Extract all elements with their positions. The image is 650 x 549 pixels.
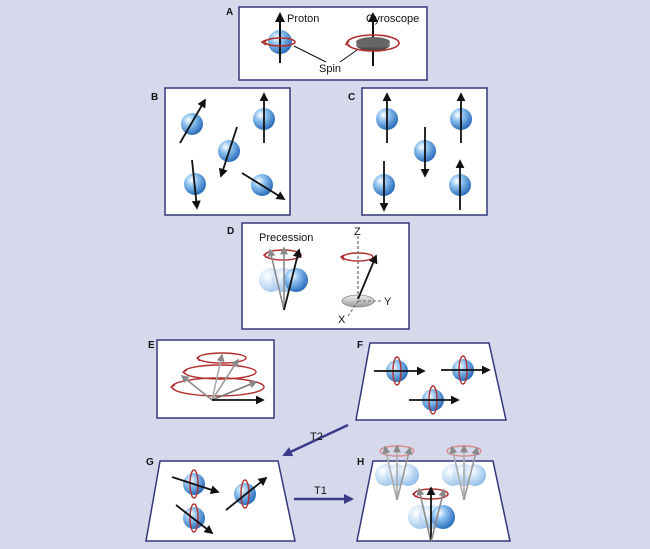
- panel-letter: F: [357, 340, 363, 351]
- proton-icon: [373, 161, 395, 212]
- proton-icon: [225, 476, 268, 511]
- spin-pointer-line: [293, 45, 327, 63]
- proton-icon: [241, 172, 286, 200]
- rotation-arrow-icon: [260, 39, 267, 46]
- x-axis: [347, 300, 359, 317]
- proton-icon: [253, 92, 275, 143]
- gyroscope-icon: [344, 12, 400, 66]
- y-axis-label: Y: [384, 296, 392, 308]
- panel-f: F: [355, 340, 507, 421]
- panel-e: E: [148, 339, 275, 419]
- panel-d: D Precession Z Y X: [227, 222, 410, 330]
- panel-a: A Proton Gyroscope Spin: [226, 6, 428, 81]
- t2-arrow-icon: [282, 423, 349, 457]
- panel-letter: H: [357, 457, 364, 468]
- proton-icon: [184, 159, 206, 210]
- panel-h: H: [356, 444, 511, 543]
- proton-icon: [449, 159, 471, 210]
- proton-icon: [414, 127, 436, 178]
- proton-icon: [260, 12, 296, 63]
- proton-icon: [376, 92, 398, 143]
- t1-transition: T1: [294, 485, 354, 504]
- proton-icon: [409, 385, 460, 415]
- panel-b: B: [151, 87, 291, 216]
- proton-icon: [175, 503, 214, 535]
- panel-g: G: [145, 457, 296, 542]
- rotation-arrow-icon: [344, 40, 351, 47]
- proton-icon: [179, 98, 206, 144]
- precessing-proton-icon: [259, 246, 308, 311]
- proton-icon: [374, 356, 426, 386]
- proton-label: Proton: [287, 13, 319, 25]
- proton-icon: [441, 355, 491, 385]
- proton-icon: [218, 126, 240, 178]
- panel-letter: E: [148, 340, 155, 351]
- panel-letter: D: [227, 226, 234, 237]
- spin-label: Spin: [319, 63, 341, 75]
- decaying-magnetization-icon: [169, 352, 265, 405]
- spin-pointer-line: [339, 49, 358, 63]
- t1-label: T1: [314, 485, 327, 497]
- gyroscope-label: Gyroscope: [366, 13, 419, 25]
- precession-axes: [339, 236, 382, 317]
- precessing-proton-icon: [442, 444, 486, 501]
- panel-letter: G: [146, 457, 154, 468]
- x-axis-label: X: [338, 314, 346, 326]
- precessing-proton-icon: [375, 444, 419, 501]
- panel-g-frame: [145, 460, 296, 542]
- z-axis-label: Z: [354, 226, 361, 238]
- panel-letter: B: [151, 92, 158, 103]
- panel-letter: C: [348, 92, 355, 103]
- t2-transition: T2: [282, 423, 349, 457]
- panel-c: C: [348, 87, 488, 216]
- t2-label: T2: [310, 431, 323, 443]
- precessing-proton-icon: [408, 486, 455, 543]
- proton-icon: [171, 469, 220, 499]
- panel-letter: A: [226, 7, 233, 18]
- precession-label: Precession: [259, 232, 313, 244]
- proton-icon: [450, 92, 472, 143]
